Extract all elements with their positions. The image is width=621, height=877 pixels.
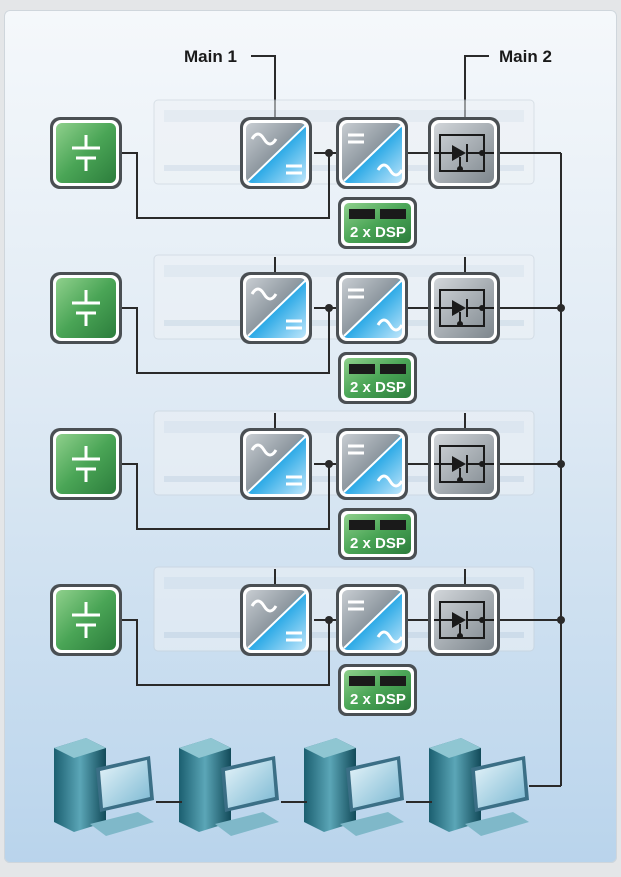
battery-dc-link-wire (122, 463, 330, 530)
ups-module-row: 2 x DSP (50, 410, 565, 560)
inverter-dc-ac-icon (336, 272, 408, 344)
dsp-module: 2 x DSP (338, 508, 417, 560)
static-switch-icon (428, 117, 500, 189)
main-1-label: Main 1 (184, 47, 237, 66)
inverter-dc-ac-icon (336, 117, 408, 189)
dsp-chip-icon (380, 209, 406, 219)
dsp-chip-icon (349, 209, 375, 219)
dc-bus-junction (325, 460, 333, 468)
rectifier-ac-dc-icon (240, 428, 312, 500)
dsp-module: 2 x DSP (338, 352, 417, 404)
battery-icon (50, 272, 122, 344)
dsp-label: 2 x DSP (350, 691, 406, 708)
inverter-dc-ac-icon (336, 428, 408, 500)
server-workstation-icon (429, 738, 529, 836)
static-switch-icon (428, 584, 500, 656)
dsp-chip-icon (349, 364, 375, 374)
main-1-feed-line (251, 55, 276, 118)
static-switch-icon (428, 272, 500, 344)
battery-dc-link-wire (122, 152, 330, 219)
server-workstation-icon (179, 738, 279, 836)
dc-bus-junction (325, 616, 333, 624)
rectifier-ac-dc-icon (240, 584, 312, 656)
ups-module-row: 2 x DSP (50, 566, 565, 716)
main-2-label: Main 2 (499, 47, 552, 66)
battery-dc-link-wire (122, 307, 330, 374)
ups-module-row: 2 x DSP (50, 254, 565, 404)
dsp-module: 2 x DSP (338, 664, 417, 716)
rectifier-ac-dc-icon (240, 272, 312, 344)
dc-bus-junction (325, 149, 333, 157)
load-workstations (54, 738, 561, 836)
dsp-chip-icon (380, 364, 406, 374)
ups-module-rows: 2 x DSP 2 x DSP 2 x DSP 2 x DSP (50, 99, 565, 786)
dsp-chip-icon (380, 676, 406, 686)
battery-icon (50, 428, 122, 500)
dsp-chip-icon (349, 520, 375, 530)
server-workstation-icon (54, 738, 154, 836)
inverter-dc-ac-icon (336, 584, 408, 656)
dsp-module: 2 x DSP (338, 197, 417, 249)
dsp-label: 2 x DSP (350, 379, 406, 396)
battery-icon (50, 117, 122, 189)
dc-bus-junction (325, 304, 333, 312)
static-switch-icon (428, 428, 500, 500)
dsp-chip-icon (349, 676, 375, 686)
main-2-feed-line (464, 55, 489, 118)
battery-icon (50, 584, 122, 656)
battery-dc-link-wire (122, 619, 330, 686)
dsp-label: 2 x DSP (350, 224, 406, 241)
dsp-label: 2 x DSP (350, 535, 406, 552)
server-workstation-icon (304, 738, 404, 836)
ups-module-row: 2 x DSP (50, 99, 561, 249)
dsp-chip-icon (380, 520, 406, 530)
rectifier-ac-dc-icon (240, 117, 312, 189)
